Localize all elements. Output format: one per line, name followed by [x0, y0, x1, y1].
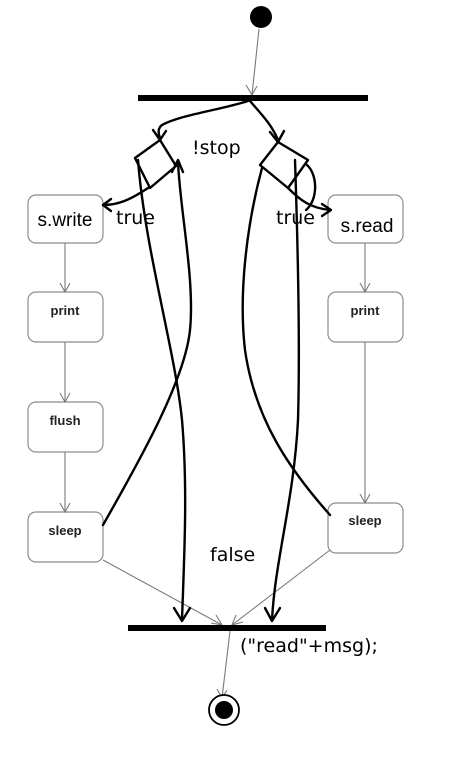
initial-node: [250, 6, 272, 28]
final-node-core: [215, 701, 233, 719]
label-exit-condition: false: [210, 544, 255, 566]
edge-flush-to-sleep-head: [59, 502, 71, 514]
node-right-sleep-label: sleep: [348, 513, 381, 528]
node-left-sleep-label: sleep: [48, 523, 81, 538]
edge-read-to-print-head: [359, 282, 371, 294]
node-right-sleep[interactable]: [327, 502, 404, 554]
edge-join-to-final: [221, 630, 231, 699]
edge-print-to-sleep-head: [359, 493, 371, 505]
edge-write-to-print-head: [59, 282, 71, 294]
hand-left-true-arrowhead: [101, 197, 113, 213]
edge-initial-arrowhead: [245, 84, 258, 97]
hand-right-true-arrow: [286, 186, 332, 212]
node-left-print-label: print: [51, 303, 81, 318]
node-right-print-label: print: [351, 303, 381, 318]
hand-left-loopback-arrowhead: [170, 158, 185, 174]
hand-right-false-arrowhead: [263, 606, 282, 623]
hand-left-fork-curve: [157, 99, 250, 140]
hand-right-true-arrowhead: [320, 202, 333, 218]
node-s-read-label: s.read: [341, 216, 394, 237]
fork-bar: [138, 95, 368, 101]
hand-left-false-arrowhead: [172, 606, 192, 623]
node-left-flush-label: flush: [49, 413, 80, 428]
hand-right-loopback: [241, 166, 332, 517]
hand-right-false-path: [270, 158, 301, 622]
edge-initial-to-fork: [251, 28, 260, 96]
node-s-write-label: s.write: [38, 210, 93, 231]
label-right-true: true: [276, 207, 315, 229]
label-final-code: ("read"+msg);: [240, 635, 378, 657]
label-loop-condition: !stop: [192, 137, 241, 159]
hand-right-true-tail: [304, 163, 317, 212]
hand-left-diamond: [133, 138, 178, 190]
join-bar: [128, 625, 326, 631]
label-left-true: true: [116, 207, 155, 229]
edge-right-sleep-to-join: [231, 549, 331, 626]
hand-left-false-path: [136, 158, 187, 622]
hand-left-true-arrow: [101, 186, 150, 207]
edge-left-sleep-to-join: [102, 559, 223, 626]
hand-right-diamond: [258, 140, 310, 190]
edge-print-to-flush-head: [59, 392, 71, 404]
hand-left-loopback: [101, 160, 193, 527]
hand-right-fork-curve: [248, 99, 280, 142]
